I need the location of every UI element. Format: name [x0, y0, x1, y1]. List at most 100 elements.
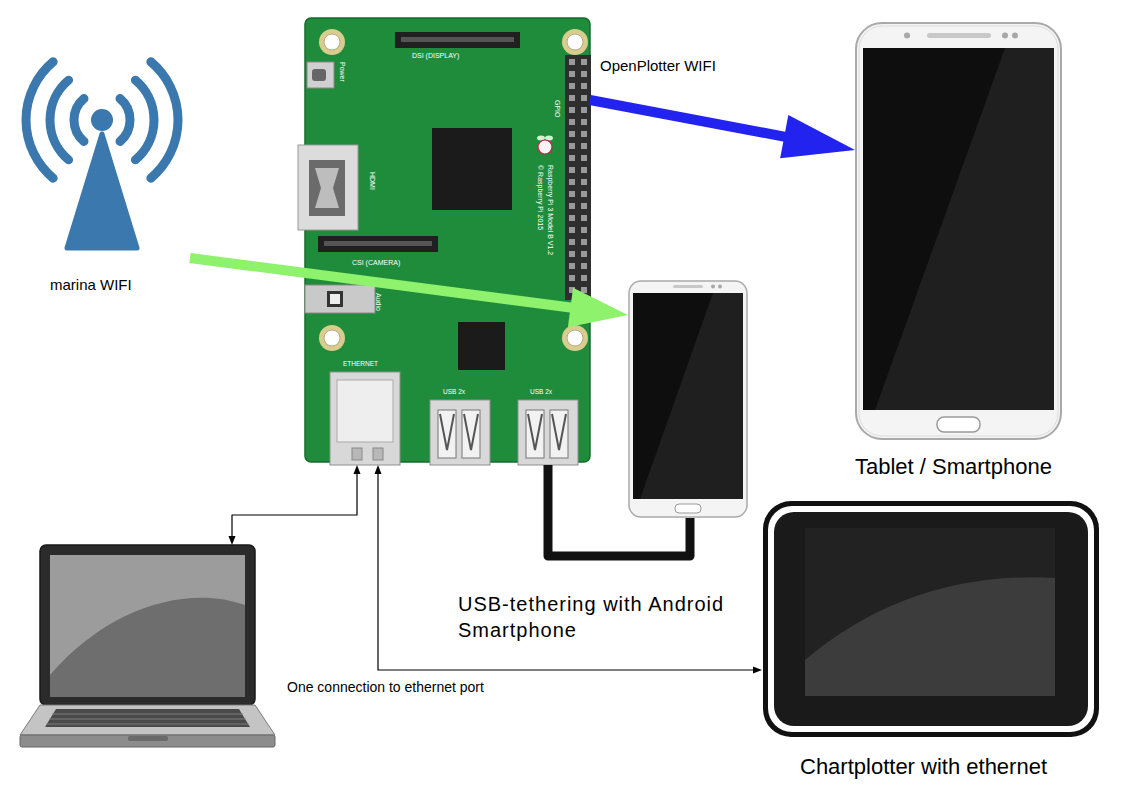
- chartplotter: Chartplotter with ethernet: [762, 500, 1100, 738]
- gpio-pin: [569, 215, 575, 221]
- text-holder: USB 2x: [530, 388, 552, 395]
- smartphone-art: [628, 280, 748, 518]
- gpio-pin: [569, 179, 575, 185]
- ethernet-opening: [337, 380, 393, 442]
- wifi-antenna: marina WIFI: [15, 62, 190, 302]
- connector-label: ETHERNET: [343, 360, 378, 367]
- gpio-pin: [569, 95, 575, 101]
- connector-line: [590, 100, 798, 139]
- camera-dot: [904, 33, 910, 39]
- signal-wave: [26, 62, 53, 178]
- ethernet-led: [373, 448, 383, 460]
- laptop-base: [20, 705, 275, 735]
- gpio-pin: [581, 215, 587, 221]
- connection-note: One connection to ethernet port: [287, 679, 484, 695]
- gpio-pin: [569, 167, 575, 173]
- text-holder: USB-tethering with Android Smartphone: [458, 591, 726, 643]
- gpio-pin: [581, 131, 587, 137]
- arrowhead: [753, 667, 762, 674]
- gpio-pin: [581, 119, 587, 125]
- ethernet-led: [352, 448, 362, 460]
- laptop-front: [20, 735, 275, 747]
- screen-reflection: [640, 293, 743, 499]
- connector-label: CSI (CAMERA): [352, 259, 400, 267]
- gpio-pin: [569, 71, 575, 77]
- ethernet-cable: [229, 465, 361, 545]
- text-holder: Chartplotter with ethernet: [800, 754, 1047, 779]
- tablet-device-art: [855, 22, 1062, 440]
- gpio-pin: [581, 143, 587, 149]
- connector-label: USB 2x: [530, 388, 552, 395]
- device-caption: Chartplotter with ethernet: [800, 754, 1047, 779]
- usb-contact: [528, 414, 542, 450]
- plotter-ring: [768, 506, 1094, 732]
- text-holder: Audio: [382, 293, 400, 301]
- device-caption: Tablet / Smartphone: [855, 454, 1052, 479]
- wifi-link-arrow: [590, 100, 855, 158]
- gpio-pin: [569, 203, 575, 209]
- key-row: [46, 724, 249, 725]
- usb-opening: [526, 410, 544, 458]
- csi-slot: [324, 241, 432, 246]
- signal-wave: [50, 80, 69, 160]
- raspberry-pi-board: DSI (DISPLAY)PowerGPIOHDMIRaspberry Pi 3…: [305, 18, 590, 465]
- gpio-pin: [569, 239, 575, 245]
- signal-wave: [120, 99, 130, 142]
- usb-opening: [438, 410, 456, 458]
- signal-wave: [151, 62, 178, 178]
- gpio-pin: [581, 227, 587, 233]
- text-holder: Raspberry Pi 3 Model B V1.2: [554, 165, 644, 173]
- pcb-board: [305, 18, 590, 462]
- screen-reflection: [50, 555, 245, 675]
- connector-label: USB 2x: [443, 388, 465, 395]
- mounting-hole: [324, 34, 340, 50]
- gpio-pin: [581, 239, 587, 245]
- device-caption: USB-tethering with Android Smartphone: [458, 591, 726, 643]
- micro-usb-port: [307, 62, 334, 88]
- mounting-hole-ring: [319, 29, 345, 55]
- gpio-pin: [581, 191, 587, 197]
- camera-dot: [1002, 33, 1008, 39]
- gpio-pin: [569, 83, 575, 89]
- camera-dot: [718, 285, 722, 289]
- hdmi-port: [298, 145, 358, 230]
- text-holder: One connection to ethernet port: [287, 679, 484, 695]
- mounting-hole: [324, 330, 340, 346]
- device-caption: marina WIFI: [50, 276, 132, 293]
- signal-wave: [74, 99, 84, 142]
- text-holder: ETHERNET: [343, 360, 378, 367]
- sd-card-part: [330, 294, 340, 304]
- text-holder: GPIO: [561, 100, 579, 108]
- usb-opening: [462, 410, 480, 458]
- gpio-pin: [569, 143, 575, 149]
- screen-reflection: [805, 577, 1055, 696]
- gpio-pin: [569, 131, 575, 137]
- gpio-pin: [581, 83, 587, 89]
- gpio-pin: [569, 263, 575, 269]
- connector-line: [232, 472, 357, 538]
- gpio-pin: [569, 227, 575, 233]
- plotter-screen: [805, 528, 1055, 696]
- arrowhead: [780, 115, 855, 158]
- mounting-hole: [567, 34, 583, 50]
- gpio-header: [565, 55, 591, 300]
- camera-dot: [711, 285, 715, 289]
- tablet-bezel: [859, 26, 1058, 436]
- usb-opening: [550, 410, 568, 458]
- gpio-pin: [581, 107, 587, 113]
- laptop-art: [20, 545, 275, 750]
- usb-contact: [440, 414, 454, 450]
- antenna-mast: [67, 134, 137, 248]
- gpio-pin: [581, 179, 587, 185]
- gpio-pin: [569, 107, 575, 113]
- mounting-hole-ring: [319, 325, 345, 351]
- phone-body: [629, 281, 747, 517]
- text-holder: CSI (CAMERA): [352, 259, 400, 267]
- gpio-pin: [581, 251, 587, 257]
- key-row: [52, 714, 243, 715]
- signal-wave: [135, 80, 154, 160]
- connector-label: Audio: [374, 293, 382, 311]
- gpio-pin: [569, 119, 575, 125]
- wifi-antenna-art: [15, 62, 190, 302]
